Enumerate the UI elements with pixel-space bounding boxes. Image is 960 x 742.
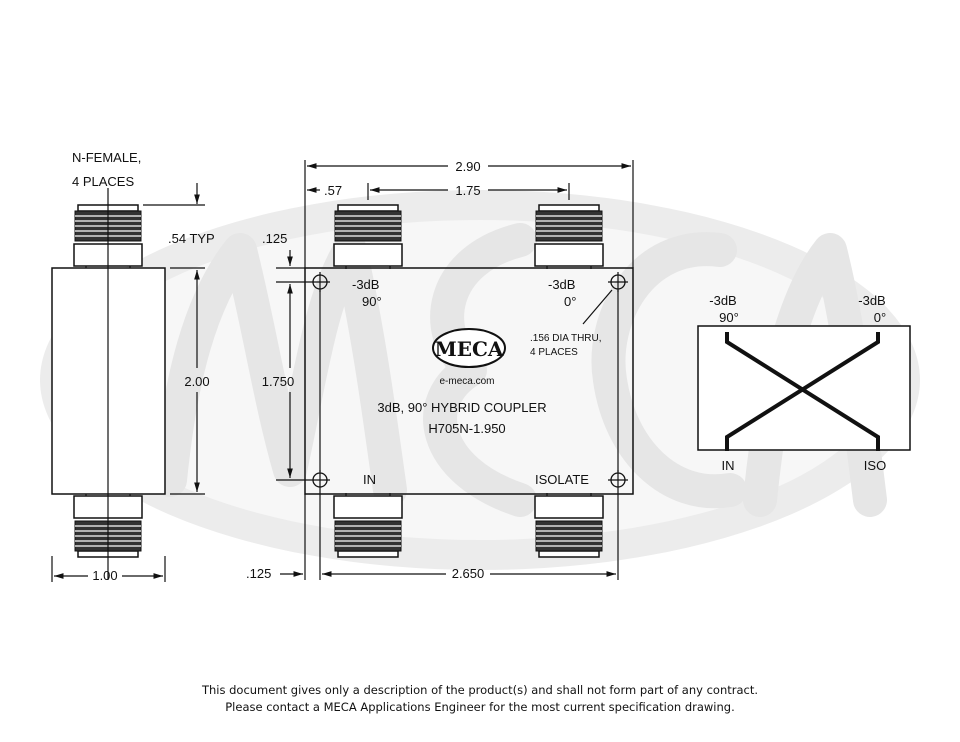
offset-dimension: .57 — [324, 183, 342, 198]
port-label: ISO — [864, 458, 886, 473]
port-label: -3dB — [548, 277, 575, 292]
port-label: -3dB — [352, 277, 379, 292]
model-number: H705N-1.950 — [428, 421, 505, 436]
schematic: -3dB 90° -3dB 0° IN ISO — [697, 293, 911, 473]
port-label: IN — [722, 458, 735, 473]
port-label: IN — [363, 472, 376, 487]
left-margin-dimension: .125 — [246, 566, 271, 581]
website: e-meca.com — [439, 376, 494, 387]
side-view: N-FEMALE, 4 PLACES .54 TYP 2.00 1.00 — [51, 150, 215, 583]
product-title: 3dB, 90° HYBRID COUPLER — [377, 400, 546, 415]
connector-label: N-FEMALE, — [72, 150, 141, 165]
width-dimension: 1.00 — [92, 568, 117, 583]
vertical-hole-spacing: 1.750 — [262, 374, 295, 389]
port-label: 90° — [362, 294, 382, 309]
top-margin-dimension: .125 — [262, 231, 287, 246]
port-label: -3dB — [709, 293, 736, 308]
height-dimension: 2.00 — [184, 374, 209, 389]
port-label: ISOLATE — [535, 472, 589, 487]
port-label: 0° — [564, 294, 576, 309]
disclaimer: Please contact a MECA Applications Engin… — [225, 700, 735, 714]
disclaimer: This document gives only a description o… — [201, 683, 758, 697]
port-label: 90° — [719, 310, 739, 325]
horizontal-hole-spacing: 2.650 — [452, 566, 485, 581]
overall-width-dimension: 2.90 — [455, 159, 480, 174]
typ-dimension: .54 TYP — [168, 231, 215, 246]
hole-note: .156 DIA THRU, — [530, 333, 602, 344]
svg-text:MECA: MECA — [435, 337, 504, 361]
front-view: 2.90 .57 1.75 .125 1.750 .125 2.650 -3dB… — [246, 159, 634, 581]
hole-note: 4 PLACES — [530, 347, 578, 358]
port-label: 0° — [874, 310, 886, 325]
connector-spacing-dimension: 1.75 — [455, 183, 480, 198]
meca-logo: MECA — [432, 328, 506, 368]
connector-label: 4 PLACES — [72, 174, 134, 189]
watermark-logo — [40, 190, 920, 570]
port-label: -3dB — [858, 293, 885, 308]
